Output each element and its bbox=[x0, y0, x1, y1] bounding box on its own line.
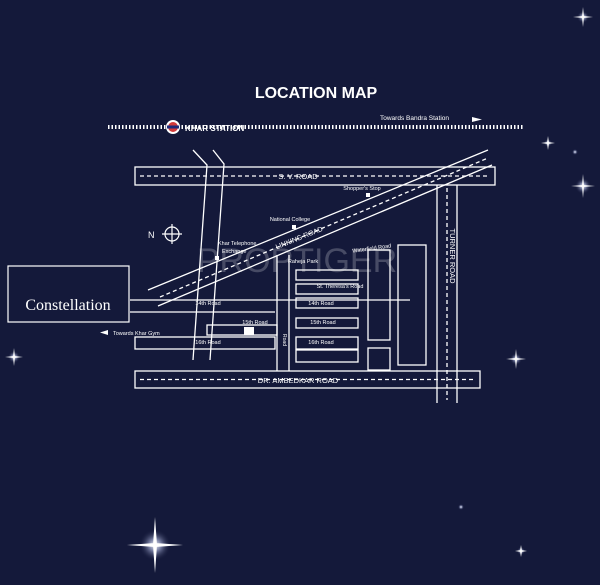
national-college-marker bbox=[292, 225, 296, 229]
st-theresa-road-label: St. Theresa's Road bbox=[317, 284, 364, 290]
raheja-park-label: Raheja Park bbox=[288, 259, 319, 265]
left-vertical-road bbox=[192, 149, 225, 361]
watermark: PROPTIGER bbox=[197, 242, 397, 280]
linking-road bbox=[147, 149, 493, 307]
star-icon bbox=[127, 517, 183, 573]
shoppers-stop-label: Shopper's Stop bbox=[343, 186, 380, 192]
vertical-small-road-label: Road bbox=[281, 334, 287, 346]
towards-bandra-label: Towards Bandra Station bbox=[380, 115, 449, 122]
khar-telephone-label-1: Khar Telephone bbox=[218, 241, 256, 247]
arrow-left-icon bbox=[100, 330, 108, 335]
property-box bbox=[7, 265, 130, 323]
national-college-label: National College bbox=[270, 217, 310, 223]
compass-icon bbox=[162, 224, 182, 244]
star-icon bbox=[5, 348, 23, 366]
star-icon bbox=[541, 136, 555, 150]
shoppers-stop-marker bbox=[366, 193, 370, 197]
khar-telephone-label-2: Exchange bbox=[222, 249, 246, 255]
rail-station-icon bbox=[166, 120, 180, 134]
road-network bbox=[130, 149, 496, 403]
property-access-road bbox=[130, 299, 410, 313]
road-15th-left-label: 15th Road bbox=[242, 320, 267, 326]
property-name: Constellation bbox=[25, 297, 110, 314]
star-icon bbox=[515, 545, 527, 557]
star-icon bbox=[571, 174, 595, 198]
star-icon bbox=[572, 149, 578, 155]
sv-road-label: S. V. ROAD bbox=[278, 172, 318, 181]
ambedkar-road bbox=[134, 370, 481, 389]
road-15th-left bbox=[206, 324, 278, 336]
property-site-marker bbox=[244, 327, 254, 335]
waterfield-road-label: Waterfield Road bbox=[352, 243, 392, 254]
arrow-right-icon bbox=[472, 117, 482, 122]
road-16th-left bbox=[134, 336, 276, 350]
landmarks: Shopper's Stop National College Khar Tel… bbox=[100, 186, 381, 337]
north-label: N bbox=[148, 230, 155, 240]
khar-gym-label: Towards Khar Gym bbox=[113, 331, 160, 337]
map-title: LOCATION MAP bbox=[255, 85, 378, 102]
khar-station-label: KHAR STATION bbox=[185, 124, 244, 133]
compass: N bbox=[148, 224, 182, 244]
star-icon bbox=[573, 7, 593, 27]
road-16th-right-label: 16th Road bbox=[308, 340, 333, 346]
vertical-small-road bbox=[276, 255, 290, 371]
railway-line: KHAR STATION Towards Bandra Station bbox=[108, 115, 524, 134]
road-14th-left-label: 14th Road bbox=[195, 301, 220, 307]
ambedkar-road-label: DR. AMBEDKAR ROAD bbox=[258, 376, 339, 385]
road-15th-right-label: 15th Road bbox=[310, 320, 335, 326]
khar-telephone-marker bbox=[215, 256, 219, 260]
road-16th-left-label: 16th Road bbox=[195, 340, 220, 346]
sv-road bbox=[134, 166, 496, 186]
turner-road bbox=[436, 185, 458, 403]
turner-road-label: TURNER ROAD bbox=[448, 228, 457, 284]
star-icon bbox=[458, 504, 464, 510]
property-callout: Constellation bbox=[7, 265, 130, 323]
road-14th-right-label: 14th Road bbox=[308, 301, 333, 307]
star-icon bbox=[506, 349, 526, 369]
